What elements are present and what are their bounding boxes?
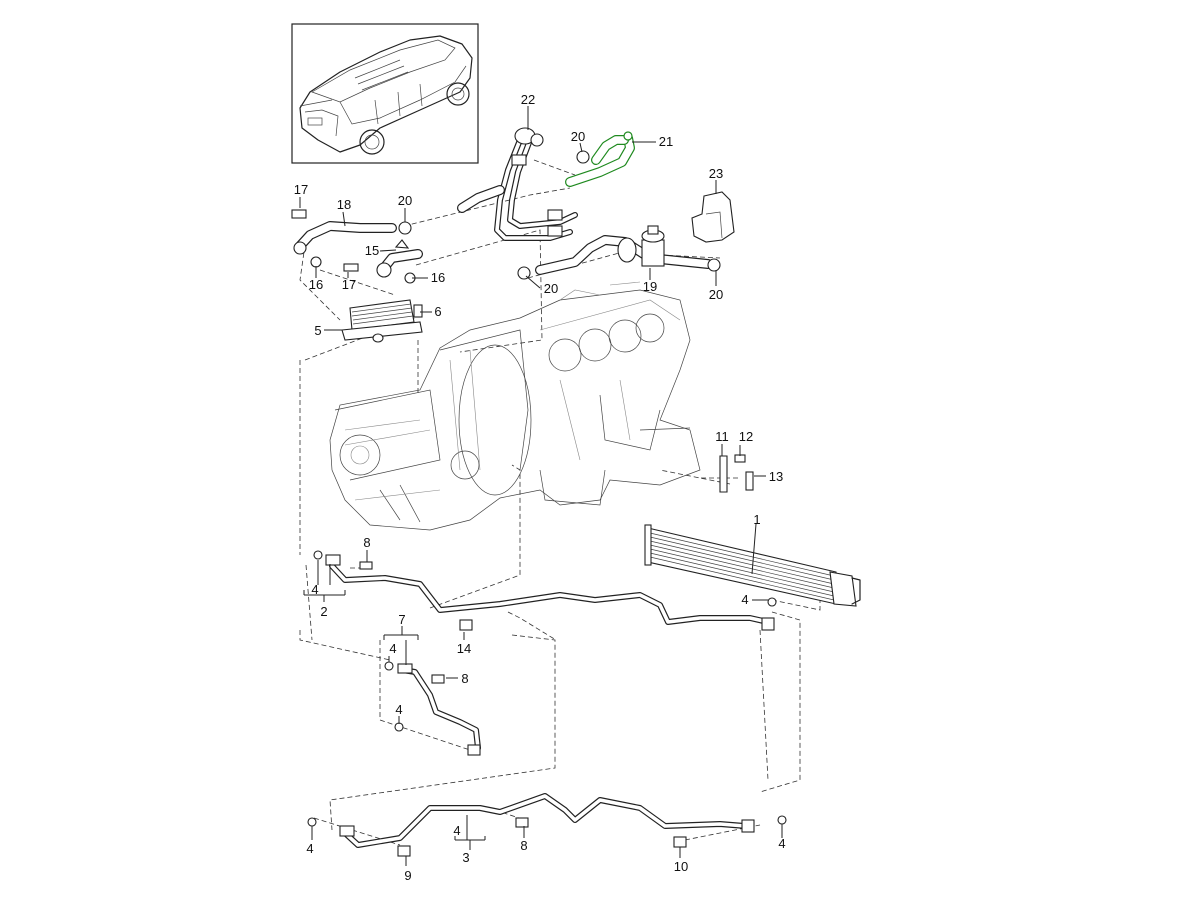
callout-20-b[interactable]: 20	[398, 193, 412, 208]
bolt-8b-icon	[431, 674, 445, 684]
thermostat-housing-icon	[641, 239, 665, 267]
callout-6[interactable]: 6	[434, 304, 441, 319]
callout-16-a[interactable]: 16	[309, 277, 323, 292]
callout-23[interactable]: 23	[709, 166, 723, 181]
callout-13[interactable]: 13	[769, 469, 783, 484]
callout-15[interactable]: 15	[365, 243, 379, 258]
inset-frame	[291, 23, 479, 164]
callout-8-c[interactable]: 8	[520, 838, 527, 853]
engine-transmission-assembly	[329, 281, 701, 531]
seal-4-cooler-icon	[767, 597, 777, 607]
seal-20d-icon	[707, 258, 721, 272]
callout-3[interactable]: 3	[462, 850, 469, 865]
callout-14[interactable]: 14	[457, 641, 471, 656]
vehicle-icon	[299, 35, 473, 155]
callout-8-b[interactable]: 8	[461, 671, 468, 686]
bolt-9-icon	[397, 845, 411, 857]
callout-4-a[interactable]: 4	[311, 582, 318, 597]
seal-4a-icon	[313, 550, 323, 560]
vehicle-inset	[291, 23, 479, 164]
oil-cooler-5	[341, 299, 423, 343]
callout-20-c[interactable]: 20	[544, 281, 558, 296]
callout-21[interactable]: 21	[659, 134, 673, 149]
callout-17-a[interactable]: 17	[294, 182, 308, 197]
auxiliary-cooler-1	[644, 524, 861, 607]
callout-4-d[interactable]: 4	[395, 702, 402, 717]
seal-4e-icon	[307, 817, 317, 827]
hose-19-assembly	[517, 150, 721, 280]
seal-4b-icon	[384, 661, 394, 671]
coolant-pipe-22	[457, 127, 578, 241]
highlighted-hose-21	[565, 131, 635, 187]
pipe-line-7	[384, 661, 481, 756]
callout-11[interactable]: 11	[715, 429, 729, 444]
seal-20c-icon	[517, 266, 531, 280]
pipe-line-2	[313, 550, 777, 631]
callout-4-c[interactable]: 4	[389, 641, 396, 656]
callout-5[interactable]: 5	[314, 323, 321, 338]
callout-9[interactable]: 9	[404, 868, 411, 883]
callout-7[interactable]: 7	[398, 612, 405, 627]
clip-13-icon	[745, 471, 754, 491]
callout-2[interactable]: 2	[320, 604, 327, 619]
cover-23	[691, 191, 735, 243]
bolt-6-icon	[413, 304, 423, 318]
callout-4-f[interactable]: 4	[453, 823, 460, 838]
bolt-10-icon	[673, 836, 687, 848]
seal-4g-icon	[777, 815, 787, 825]
callout-labels: 22 20 21 23 17 18 20 15 16 17 16 20 19 2…	[294, 92, 786, 883]
bolt-12-icon	[734, 454, 746, 463]
callout-20-a[interactable]: 20	[571, 129, 585, 144]
callout-22[interactable]: 22	[521, 92, 535, 107]
callout-19[interactable]: 19	[643, 279, 657, 294]
bolt-8a-icon	[359, 561, 373, 570]
leader-lines	[299, 106, 783, 866]
hose-18-assembly	[291, 209, 423, 284]
callout-4-g[interactable]: 4	[778, 836, 785, 851]
seal-4c-icon	[394, 722, 404, 732]
callout-20-d[interactable]: 20	[709, 287, 723, 302]
callout-12[interactable]: 12	[739, 429, 753, 444]
seal-16-icon	[310, 256, 322, 268]
callout-4-e[interactable]: 4	[306, 841, 313, 856]
callout-16-b[interactable]: 16	[431, 270, 445, 285]
bolt-17-icon	[291, 209, 307, 219]
callout-10[interactable]: 10	[674, 859, 688, 874]
bolt-17b-icon	[343, 263, 359, 272]
pipe-line-3	[307, 793, 787, 857]
bracket-11-assembly	[719, 454, 754, 493]
callout-1[interactable]: 1	[753, 512, 760, 527]
callout-8-a[interactable]: 8	[363, 535, 370, 550]
seal-20a-icon	[576, 150, 590, 164]
callout-18[interactable]: 18	[337, 197, 351, 212]
seal-20b-icon	[398, 221, 412, 235]
callout-4-b[interactable]: 4	[741, 592, 748, 607]
bolt-8c-icon	[515, 817, 529, 828]
bolt-14-icon	[459, 619, 473, 631]
callout-17-b[interactable]: 17	[342, 277, 356, 292]
